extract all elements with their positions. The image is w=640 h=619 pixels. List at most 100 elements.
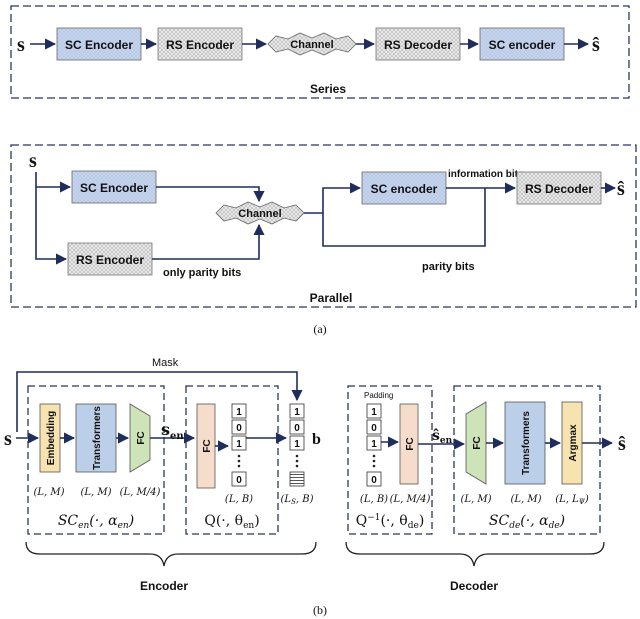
dim-ls-main: (L — [281, 494, 292, 505]
bit-cell — [231, 403, 247, 419]
series-sc-encoder-label: SC Encoder — [65, 38, 133, 52]
s-en-main: s — [161, 420, 170, 439]
sc-en-caption-close: ) — [128, 513, 134, 529]
decoder-label: Decoder — [450, 579, 498, 593]
ellipsis-dot — [237, 454, 241, 458]
series-input-s: s — [17, 34, 25, 56]
parallel-channel-label: Channel — [238, 208, 281, 220]
dim-pad-fc: (L, M/4) — [390, 494, 431, 505]
bit-value: 0 — [371, 423, 377, 434]
dim-q: (L, B) — [225, 494, 253, 505]
dim-ls-end: , B) — [296, 494, 314, 505]
s-en-symbol: sen — [161, 420, 184, 442]
sc-en-caption-sub: en — [78, 521, 89, 531]
sc-de-caption-close: ) — [559, 513, 565, 529]
ellipsis-dot — [237, 464, 241, 468]
detail-input-s: s — [4, 428, 12, 450]
dim-de-arg: (L, LΨ) — [555, 494, 589, 506]
qinv-caption-main: Q — [356, 513, 367, 529]
ellipsis-dot — [372, 464, 376, 468]
transformers-label: Transformers — [92, 406, 103, 470]
b-symbol: b — [312, 431, 321, 448]
parallel-caption: Parallel — [310, 291, 353, 305]
series-frame — [10, 5, 630, 99]
sc-de-caption-args-sub: de — [549, 521, 560, 531]
series-rs-encoder-box — [157, 27, 243, 61]
series-rs-encoder-label: RS Encoder — [166, 38, 234, 52]
padding-label: Padding — [364, 391, 393, 400]
dim-de-arg-close: ) — [584, 494, 589, 505]
encoder-label: Encoder — [140, 579, 188, 593]
ellipsis-dot — [295, 459, 299, 463]
dim-transformers: (L, M) — [80, 487, 111, 498]
mask-line — [16, 371, 303, 432]
bit-value: 0 — [236, 475, 242, 486]
ellipsis-dot — [295, 454, 299, 458]
sc-de-frame — [453, 385, 601, 535]
parallel-frame — [10, 144, 637, 308]
transformers-de-label: Transformers — [521, 411, 532, 475]
ellipsis-dot — [295, 464, 299, 468]
embedding-label: Embedding — [46, 411, 57, 465]
q-caption-close: ) — [254, 513, 259, 529]
label-a: (a) — [313, 322, 326, 336]
bit-cell — [231, 471, 247, 487]
sc-de-caption-sub: de — [509, 521, 520, 531]
series-caption: Series — [310, 82, 346, 96]
dim-ls: (LS, B) — [281, 494, 314, 506]
bit-cell — [231, 419, 247, 435]
bit-cell — [366, 419, 382, 435]
hat-s-en-main: ŝ — [432, 428, 440, 444]
bit-cell — [366, 471, 382, 487]
encoder-brace — [25, 541, 317, 567]
fc-de-label: FC — [472, 436, 483, 449]
bits-column-pad: 1 0 1 0 — [366, 403, 382, 487]
dim-de-tr: (L, M) — [510, 494, 541, 505]
parallel-channel-to-sc — [304, 182, 362, 214]
bit-cell — [289, 403, 305, 419]
detail-output-shat: ŝ — [618, 433, 626, 455]
ellipsis-dot — [237, 459, 241, 463]
parallel-split-line — [35, 172, 68, 265]
parallel-sc-encoder-label: SC Encoder — [80, 181, 148, 195]
qinv-frame — [347, 385, 433, 535]
bit-value: 1 — [294, 439, 300, 450]
bit-cell — [289, 419, 305, 435]
dim-de-arg-main: (L, L — [555, 494, 579, 505]
bit-value: 1 — [236, 407, 242, 418]
bit-value: 1 — [236, 439, 242, 450]
fc-en-label: FC — [136, 431, 147, 444]
dim-de-arg-sub: Ψ — [579, 498, 586, 506]
detail-diagram: Mask s Embedding Transformers FC sen (L,… — [4, 357, 626, 593]
series-channel-label: Channel — [290, 39, 333, 51]
parallel-sc-to-channel — [156, 186, 265, 203]
series-output-shat: ŝ — [592, 34, 600, 56]
series-rs-decoder-box — [375, 27, 461, 61]
bit-cell — [289, 435, 305, 451]
sc-de-caption-main: SC — [489, 513, 510, 529]
sc-de-caption: SCde(·, αde) — [489, 513, 565, 531]
sc-en-caption: SCen(·, αen) — [58, 513, 134, 531]
bits-column-b: 1 0 1 — [289, 403, 305, 487]
parallel-input-s: s — [29, 150, 37, 172]
sc-en-frame — [27, 385, 165, 535]
argmax-label: Argmax — [568, 424, 579, 462]
parallel-rs-encoder-label: RS Encoder — [76, 253, 144, 267]
transformers-de-box — [504, 401, 546, 485]
dim-fc: (L, M/4) — [120, 487, 161, 498]
parallel-output-shat: ŝ — [617, 178, 625, 200]
parallel-rs-decoder-box — [516, 171, 602, 205]
parallel-channel-to-parity — [322, 188, 486, 247]
dim-pad: (L, B) — [360, 494, 388, 505]
sc-de-caption-args: (·, α — [520, 513, 549, 529]
bit-value: 0 — [236, 423, 242, 434]
parity-bits-block — [289, 471, 305, 487]
bit-value: 1 — [371, 407, 377, 418]
q-caption: Q(·, θen) — [204, 513, 259, 531]
parallel-info-bits-label: information bits — [448, 169, 524, 180]
fc-trapezoid-en — [129, 403, 151, 473]
fc-pad-label: FC — [405, 437, 416, 450]
bit-cell — [366, 435, 382, 451]
bit-cell — [366, 403, 382, 419]
